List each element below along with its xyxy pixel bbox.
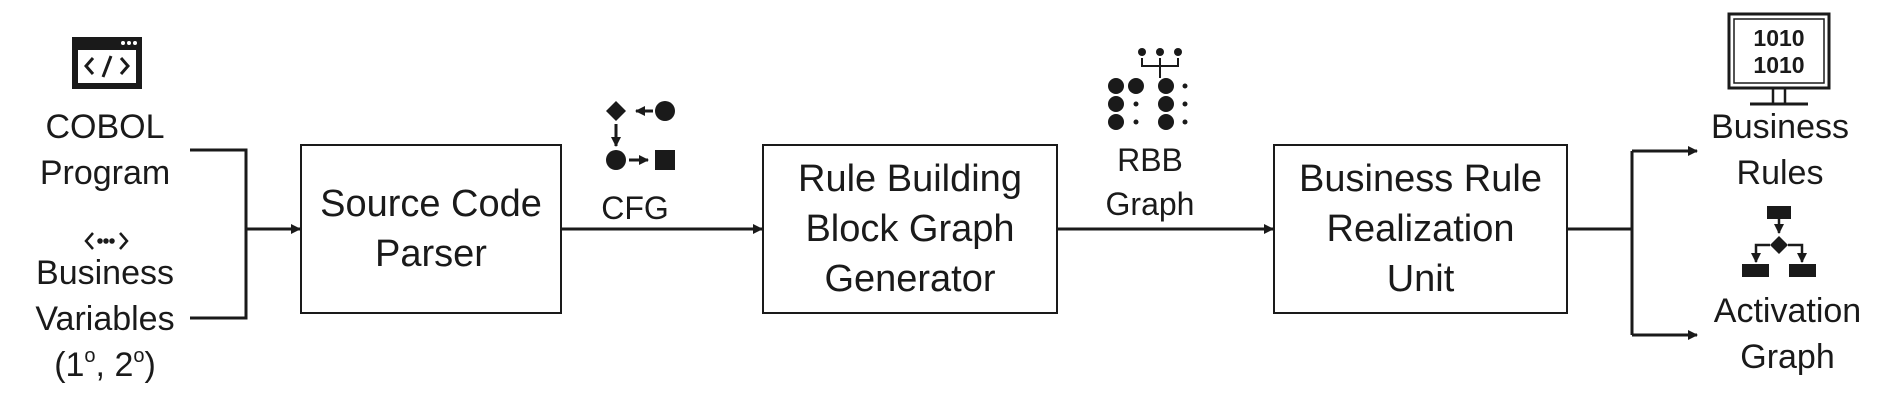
- flowchart-icon: [1742, 206, 1816, 277]
- binary-monitor-icon: 1010 1010: [1727, 12, 1831, 106]
- code-window-icon: [72, 37, 142, 89]
- business-rules-label: Business Rules: [1700, 104, 1860, 196]
- dot-graph-icon: [1108, 48, 1188, 130]
- control-flow-graph-icon: [606, 101, 675, 170]
- input-merge-connector: [190, 148, 301, 320]
- cobol-program-label: COBOL Program: [20, 104, 190, 196]
- rbb-gen-line2: Block Graph: [805, 208, 1015, 250]
- rule-building-block-graph-generator-block: Rule Building Block Graph Generator: [762, 144, 1058, 314]
- svg-text:1010: 1010: [1753, 52, 1804, 78]
- cobol-label-line1: COBOL: [45, 108, 165, 146]
- variables-label-line3: (1o, 2o): [20, 342, 190, 388]
- source-code-parser-block: Source Code Parser: [300, 144, 562, 314]
- cobol-label-line2: Program: [39, 154, 171, 192]
- variables-label-line1: Business: [36, 254, 174, 292]
- cfg-label: CFG: [601, 190, 669, 226]
- business-rule-realization-unit-block: Business Rule Realization Unit: [1273, 144, 1568, 314]
- realization-line1: Business Rule: [1299, 158, 1542, 200]
- variables-label-line2: Variables: [35, 300, 175, 338]
- rbb-label-line1: RBB: [1117, 142, 1183, 178]
- parser-line2: Parser: [375, 233, 487, 275]
- svg-text:1010: 1010: [1753, 25, 1804, 51]
- rbb-label-line2: Graph: [1105, 186, 1195, 222]
- variables-paren-close: ): [144, 346, 156, 384]
- rbb-graph-label: RBB Graph: [1090, 138, 1210, 226]
- variables-comma: , 2: [95, 346, 134, 384]
- realization-line3: Unit: [1386, 258, 1455, 300]
- variables-sup2: o: [133, 345, 145, 367]
- rbb-gen-line3: Generator: [824, 258, 996, 300]
- business-variables-label: Business Variables (1o, 2o): [20, 250, 190, 388]
- parser-line1: Source Code: [320, 183, 542, 225]
- activation-graph-label: Activation Graph: [1700, 288, 1875, 380]
- activation-label-line2: Graph: [1740, 338, 1835, 376]
- rules-label-line1: Business: [1711, 108, 1849, 146]
- activation-label-line1: Activation: [1713, 292, 1862, 330]
- realization-line2: Realization: [1326, 208, 1515, 250]
- variables-paren-open: (1: [54, 346, 85, 384]
- rbb-gen-line1: Rule Building: [798, 158, 1022, 200]
- variables-sup1: o: [84, 345, 96, 367]
- variable-brackets-icon: [84, 232, 129, 250]
- output-split-connector: [1568, 146, 1698, 340]
- rules-label-line2: Rules: [1736, 154, 1824, 192]
